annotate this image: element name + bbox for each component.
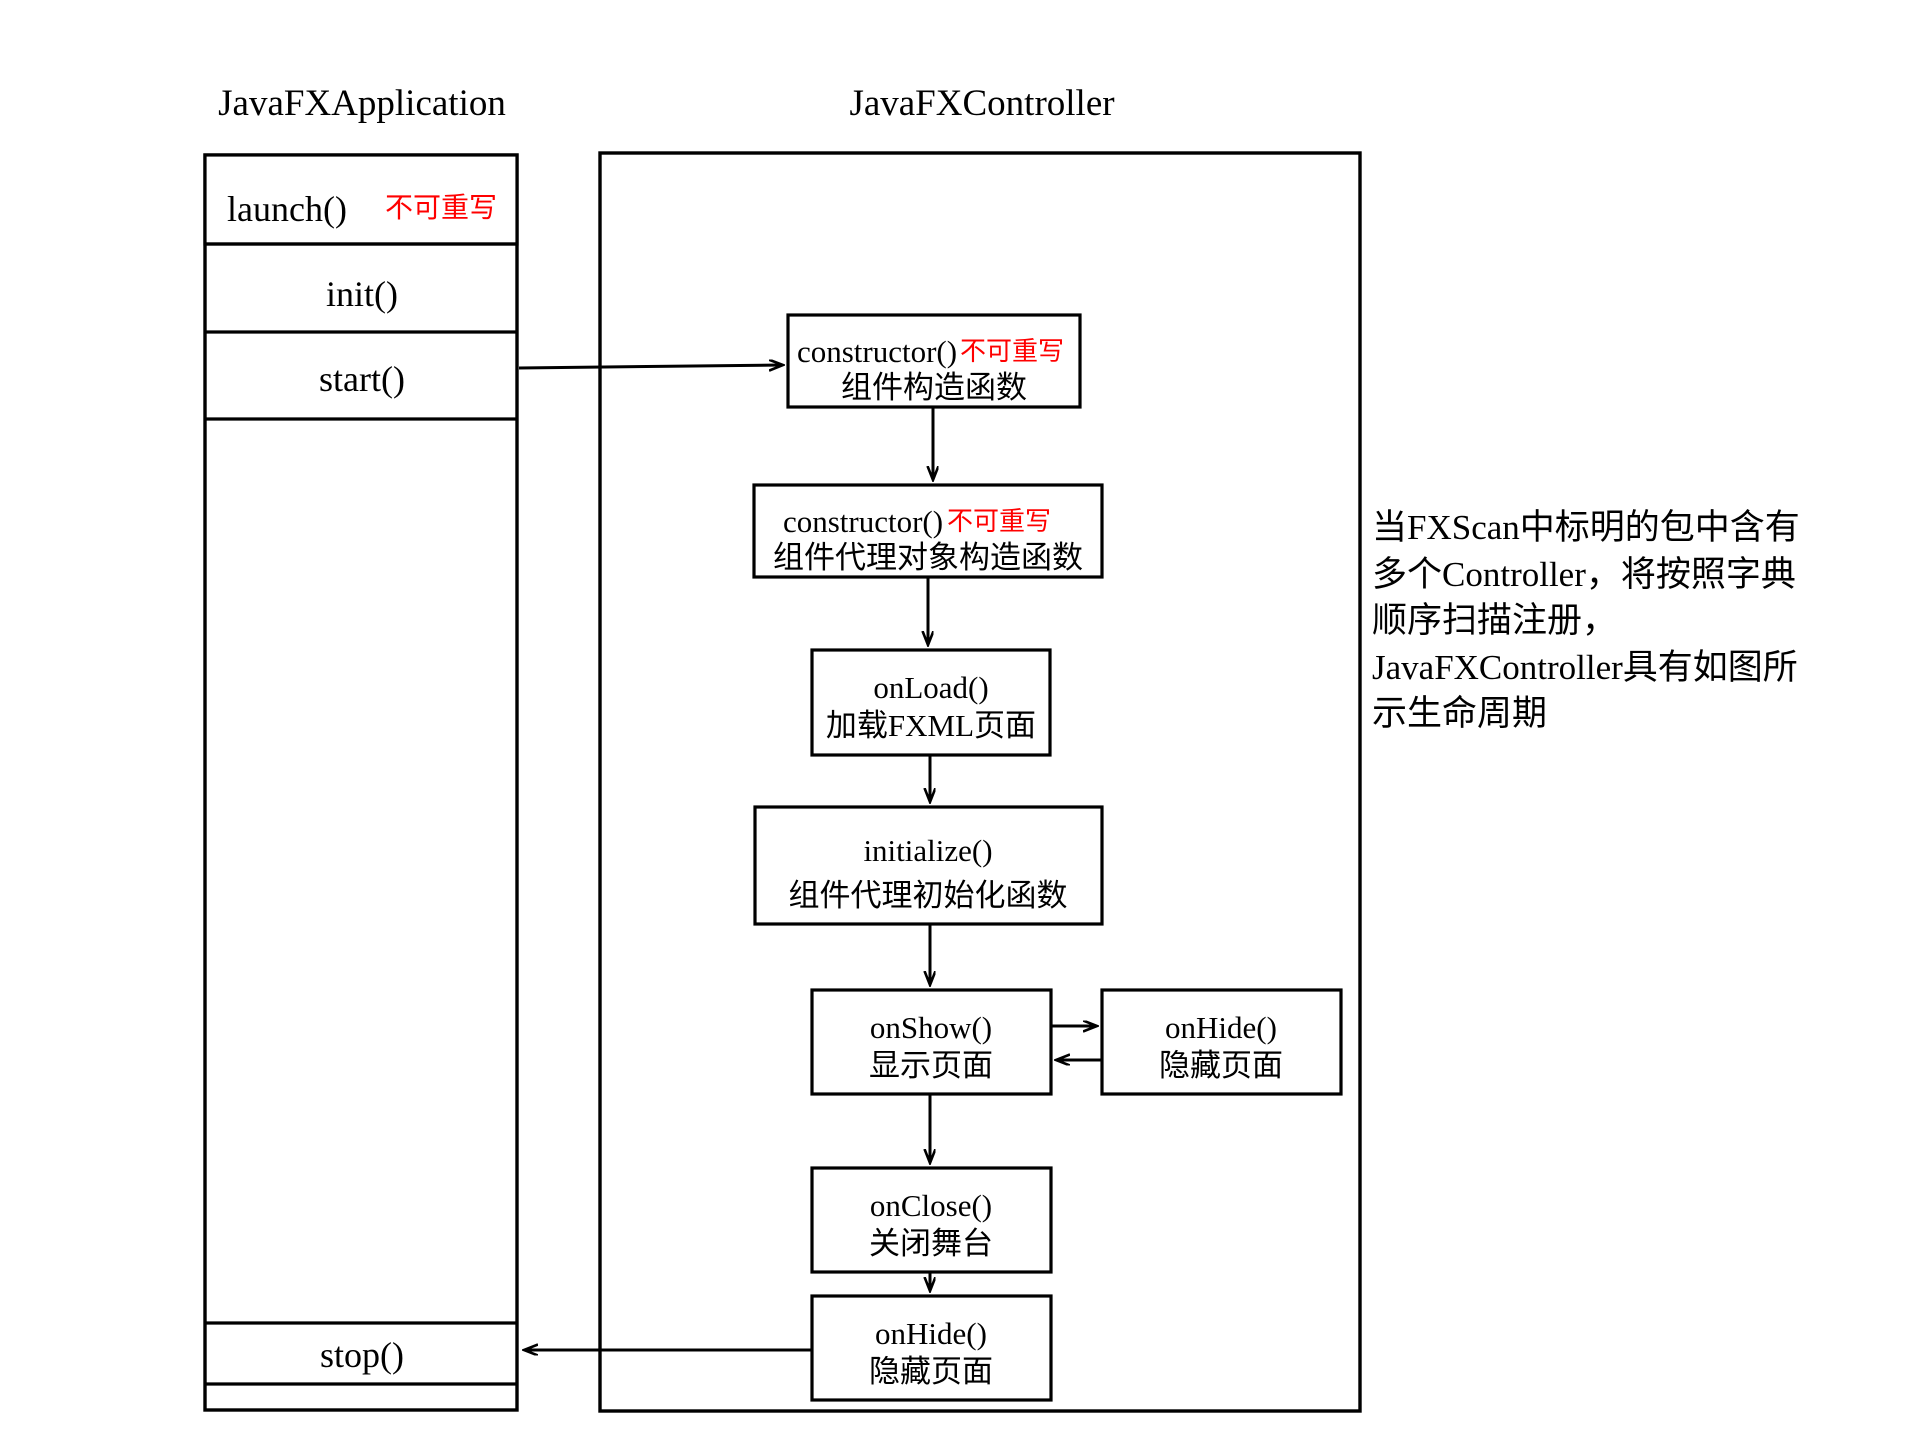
node-constructor-component-note: 不可重写 (960, 337, 1064, 366)
lifecycle-row-launch-note: 不可重写 (385, 192, 497, 224)
node-on-show-line2: 显示页面 (869, 1048, 993, 1083)
node-constructor-proxy-line1: constructor() (783, 504, 943, 539)
node-on-hide-toggle-box[interactable] (1100, 988, 1343, 1096)
node-on-load-line1: onLoad() (873, 670, 988, 705)
node-on-load[interactable]: onLoad() 加载FXML页面 (810, 648, 1052, 757)
node-on-close-line1: onClose() (870, 1188, 992, 1223)
node-on-show-line1: onShow() (870, 1010, 992, 1045)
lifecycle-row-stop-label: stop() (320, 1335, 404, 1375)
node-on-hide-final-box[interactable] (810, 1294, 1053, 1402)
node-on-close-box[interactable] (810, 1166, 1053, 1274)
lifecycle-row-launch[interactable]: launch() 不可重写 (203, 153, 519, 246)
lifecycle-row-init-label: init() (326, 274, 398, 314)
lifecycle-row-launch-label: launch() (227, 189, 347, 229)
column-title-controller: JavaFXController (849, 83, 1114, 124)
node-constructor-component[interactable]: constructor() 不可重写 组件构造函数 (786, 313, 1082, 409)
node-on-load-box[interactable] (810, 648, 1052, 757)
node-on-hide-final-line2: 隐藏页面 (869, 1354, 993, 1389)
node-initialize[interactable]: initialize() 组件代理初始化函数 (753, 805, 1104, 926)
node-initialize-line1: initialize() (863, 833, 992, 868)
lifecycle-row-start[interactable]: start() (205, 330, 517, 421)
node-initialize-box[interactable] (753, 805, 1104, 926)
node-on-show[interactable]: onShow() 显示页面 (810, 988, 1053, 1096)
edge-start-to-constructor (518, 365, 782, 368)
scan-note: 当FXScan中标明的包中含有多个Controller，将按照字典顺序扫描注册，… (1372, 508, 1800, 734)
node-on-close-line2: 关闭舞台 (869, 1226, 993, 1261)
column-title-application: JavaFXApplication (218, 83, 506, 124)
node-constructor-component-line1: constructor() (797, 334, 957, 369)
node-constructor-component-line2: 组件构造函数 (841, 370, 1027, 405)
lifecycle-row-stop[interactable]: stop() (205, 1321, 517, 1386)
node-initialize-line2: 组件代理初始化函数 (789, 878, 1068, 913)
node-constructor-proxy-line2: 组件代理对象构造函数 (773, 540, 1083, 575)
node-constructor-proxy-note: 不可重写 (947, 507, 1051, 536)
application-lifecycle-table: launch() 不可重写 init() start() stop() (203, 153, 519, 1412)
node-on-hide-toggle-line1: onHide() (1165, 1010, 1277, 1045)
node-constructor-proxy[interactable]: constructor() 不可重写 组件代理对象构造函数 (752, 483, 1104, 579)
lifecycle-row-launch-box[interactable] (203, 153, 519, 246)
node-on-close[interactable]: onClose() 关闭舞台 (810, 1166, 1053, 1274)
application-panel (203, 153, 519, 1412)
flow-edges (518, 365, 1102, 1350)
controller-panel (598, 151, 1362, 1413)
node-on-load-line2: 加载FXML页面 (826, 708, 1036, 743)
node-on-hide-toggle-line2: 隐藏页面 (1159, 1048, 1283, 1083)
lifecycle-row-start-label: start() (319, 359, 405, 399)
node-on-hide-final-line1: onHide() (875, 1316, 987, 1351)
node-constructor-component-box[interactable] (786, 313, 1082, 409)
node-on-hide-toggle[interactable]: onHide() 隐藏页面 (1100, 988, 1343, 1096)
lifecycle-row-init[interactable]: init() (205, 242, 517, 314)
node-on-hide-final[interactable]: onHide() 隐藏页面 (810, 1294, 1053, 1402)
node-on-show-box[interactable] (810, 988, 1053, 1096)
